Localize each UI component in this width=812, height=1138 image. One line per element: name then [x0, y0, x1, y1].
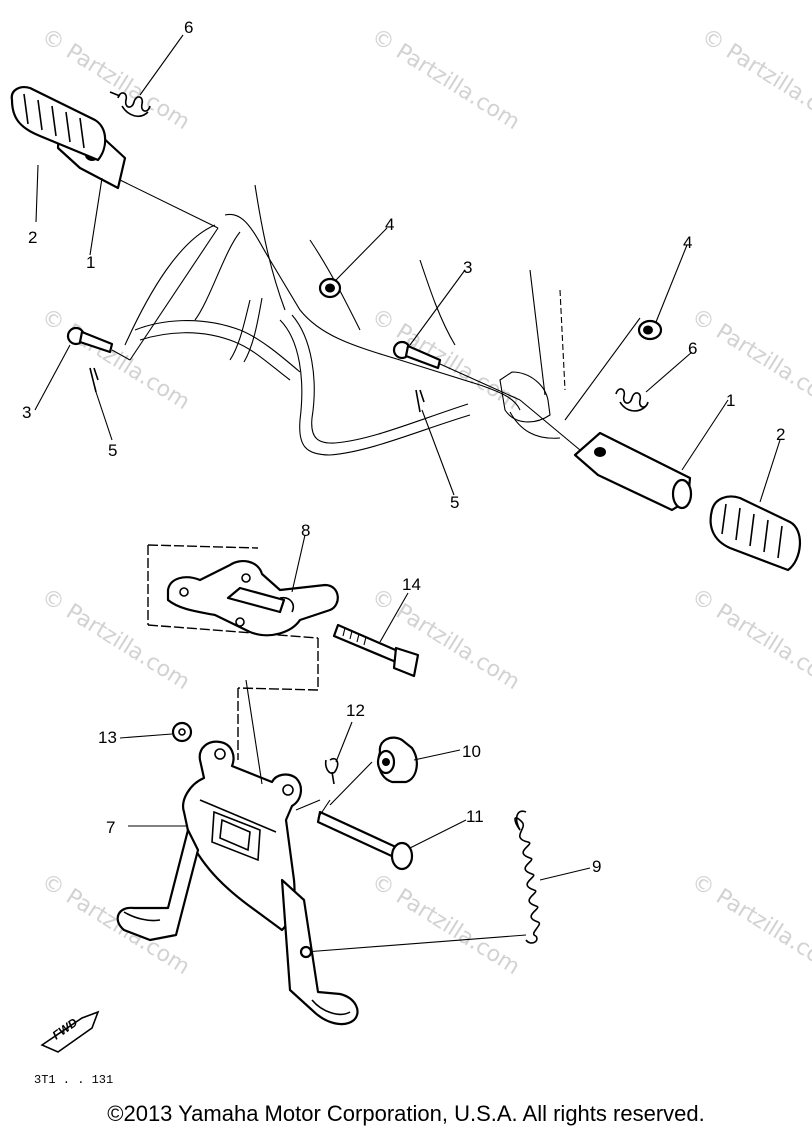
- callout-14: 14: [402, 575, 421, 594]
- watermark: © Partzilla.com: [687, 584, 812, 695]
- watermark: © Partzilla.com: [367, 869, 524, 980]
- callout-12: 12: [346, 701, 365, 720]
- frame-outline: [124, 184, 566, 456]
- callout-5: 5: [450, 493, 459, 512]
- watermark: © Partzilla.com: [367, 584, 524, 695]
- washer-4-right: [637, 319, 663, 341]
- watermark: © Partzilla.com: [697, 24, 812, 135]
- pivot-pin-3-right: [392, 340, 442, 370]
- forward-mark-label: FWD: [50, 1015, 81, 1042]
- pivot-pin-3-left: [66, 326, 114, 354]
- callout-3: 3: [22, 403, 31, 422]
- callout-6: 6: [184, 18, 193, 37]
- stand-spring-9: [514, 810, 541, 944]
- callout-8: 8: [301, 521, 310, 540]
- callout-2: 2: [776, 425, 785, 444]
- forward-arrow: FWD: [40, 1010, 100, 1053]
- stand-bolt-14: [332, 623, 420, 678]
- callout-5: 5: [108, 441, 117, 460]
- watermark: © Partzilla.com: [687, 869, 812, 980]
- center-stand-7: [116, 740, 359, 1026]
- callout-4: 4: [683, 233, 692, 252]
- stand-stopper-10: [376, 736, 418, 784]
- stand-shaft-11: [316, 761, 414, 871]
- callout-2: 2: [28, 228, 37, 247]
- watermark: © Partzilla.com: [37, 304, 194, 415]
- footrest-rubber-left: [10, 86, 107, 162]
- copyright-notice: ©2013 Yamaha Motor Corporation, U.S.A. A…: [107, 1101, 705, 1126]
- footrest-rubber-right: [709, 495, 802, 572]
- watermark: © Partzilla.com: [367, 304, 524, 415]
- watermark-layer: © Partzilla.com © Partzilla.com © Partzi…: [37, 24, 812, 980]
- leader-lines-top: [34, 34, 781, 503]
- callout-7: 7: [106, 818, 115, 837]
- watermark: © Partzilla.com: [367, 24, 524, 135]
- callout-13: 13: [98, 728, 117, 747]
- callout-6: 6: [688, 339, 697, 358]
- leader-lines-bottom: [119, 534, 591, 959]
- circlip-12: [324, 757, 339, 785]
- callout-1: 1: [86, 253, 95, 272]
- spring-6-right: [615, 388, 649, 412]
- callout-3: 3: [463, 258, 472, 277]
- washer-4-left: [318, 277, 342, 299]
- cotter-pin-5-left: [89, 367, 99, 393]
- washer-13: [171, 721, 193, 743]
- drawing-code: 3T1 . . 131: [34, 1073, 113, 1087]
- callout-4: 4: [385, 215, 394, 234]
- callout-labels: 6 2 1 4 3 3 5 5 4 6 1 2 8 14 12 10 13 7 …: [22, 18, 785, 876]
- callout-9: 9: [592, 857, 601, 876]
- watermark: © Partzilla.com: [687, 304, 812, 415]
- footrest-bracket-right: [573, 431, 693, 512]
- callout-10: 10: [462, 742, 481, 761]
- callout-11: 11: [466, 807, 484, 826]
- assembly-frame-box: [147, 544, 319, 760]
- callout-1: 1: [726, 391, 735, 410]
- stand-bracket-8: [166, 559, 339, 637]
- spring-6-left: [109, 91, 151, 118]
- cotter-pin-5-right: [415, 389, 425, 413]
